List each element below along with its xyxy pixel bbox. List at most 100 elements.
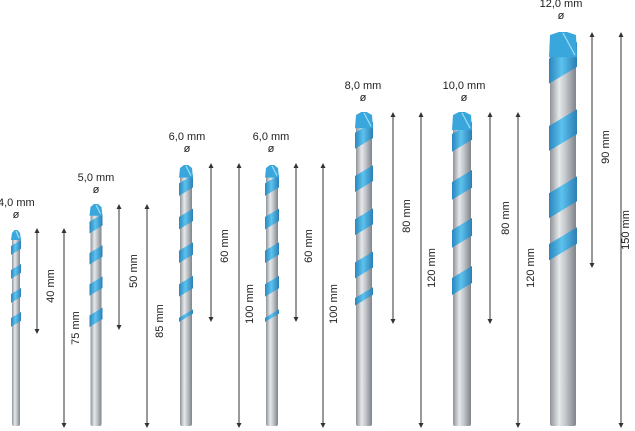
total-length-arrowhead-bottom-6: [515, 423, 521, 428]
drill-bit-flute: [89, 214, 103, 234]
drill-bit-flute: [355, 165, 373, 192]
working-length-arrowhead-bottom-6: [487, 319, 493, 324]
working-length-arrowhead-top-1: [34, 228, 40, 233]
working-length-label-4: 60 mm: [303, 229, 315, 263]
drill-bit-flute: [265, 275, 279, 297]
total-length-arrowhead-top-5: [418, 112, 424, 117]
drill-bit-shank: [356, 120, 372, 426]
working-length-label-1: 40 mm: [45, 269, 57, 303]
drill-bit-flute: [265, 175, 279, 196]
drill-bit-tip-highlight: [271, 165, 278, 176]
drill-bit-flute: [452, 218, 472, 248]
drill-bit-flute: [355, 287, 373, 306]
total-length-arrowhead-top-1: [61, 228, 67, 233]
working-length-arrowhead-bottom-5: [390, 319, 396, 324]
working-length-label-5: 80 mm: [401, 199, 413, 233]
drill-bit-flute: [179, 275, 193, 297]
drill-bit-flute: [265, 208, 279, 230]
drill-bit-shank: [180, 173, 192, 426]
drill-bit-tip-highlight: [461, 112, 471, 129]
total-length-label-4: 100 mm: [328, 284, 340, 324]
drill-bit-flute: [265, 242, 279, 264]
drill-bit-4: [265, 165, 279, 426]
drill-bit-tip: [452, 112, 472, 130]
drill-bit-flute: [452, 170, 472, 200]
drill-bit-6: [452, 112, 472, 426]
working-length-arrowhead-top-3: [208, 163, 214, 168]
drill-bit-flute: [89, 307, 103, 327]
working-length-arrowhead-top-4: [293, 163, 299, 168]
drill-bit-flute: [179, 175, 193, 196]
working-length-arrowhead-top-7: [589, 32, 595, 37]
drill-bit-tip: [549, 32, 577, 58]
drill-bit-tip: [179, 165, 193, 178]
drill-bit-flute: [549, 109, 577, 151]
drill-bit-tip-highlight: [185, 165, 192, 176]
drill-bit-tip-highlight: [15, 230, 20, 239]
total-length-label-6: 120 mm: [525, 248, 537, 288]
drill-bit-tip: [355, 112, 373, 129]
drill-bit-tip-highlight: [363, 112, 372, 127]
total-length-arrowhead-bottom-1: [61, 423, 67, 428]
drill-bit-2: [89, 204, 103, 426]
working-length-arrowhead-top-6: [487, 112, 493, 117]
drill-bit-tip-highlight: [95, 204, 102, 214]
total-length-arrowhead-top-2: [144, 204, 150, 209]
drill-bit-tip-highlight: [562, 32, 576, 56]
total-length-label-7: 150 mm: [620, 210, 632, 250]
drill-bit-flute: [452, 266, 472, 295]
working-length-arrowhead-bottom-4: [293, 317, 299, 322]
drill-bit-flute: [549, 176, 577, 219]
drill-bit-flute: [89, 276, 103, 296]
drill-bit-tip: [265, 165, 279, 178]
working-length-arrowhead-bottom-3: [208, 317, 214, 322]
working-length-label-3: 60 mm: [219, 229, 231, 263]
total-length-arrowhead-top-4: [320, 163, 326, 168]
total-length-arrowhead-bottom-4: [320, 423, 326, 428]
drill-bit-flute: [179, 309, 193, 322]
working-length-arrowhead-top-5: [390, 112, 396, 117]
drill-bit-flute: [549, 227, 577, 261]
total-length-arrowhead-bottom-5: [418, 423, 424, 428]
working-length-arrowhead-bottom-1: [34, 329, 40, 334]
drill-bit-flute: [11, 240, 21, 255]
drill-bit-flute: [265, 309, 279, 322]
drill-bit-flute: [89, 245, 103, 265]
total-length-label-2: 85 mm: [154, 304, 166, 338]
drill-bit-flute: [179, 242, 193, 264]
working-length-arrowhead-bottom-2: [116, 325, 122, 330]
total-length-arrowhead-bottom-3: [236, 423, 242, 428]
drill-bit-3: [179, 165, 193, 426]
working-length-label-6: 80 mm: [500, 201, 512, 235]
working-length-label-2: 50 mm: [128, 254, 140, 288]
drill-bit-flute: [355, 251, 373, 279]
total-length-arrowhead-top-3: [236, 163, 242, 168]
total-length-label-3: 100 mm: [244, 284, 256, 324]
drill-bit-shank: [12, 238, 20, 426]
drill-bit-shank: [266, 173, 278, 426]
drill-bit-5: [355, 112, 373, 426]
drill-bit-flute: [355, 208, 373, 236]
drill-bit-7: [549, 32, 577, 426]
drill-bit-flute: [11, 288, 21, 303]
total-length-label-1: 75 mm: [70, 311, 82, 345]
total-length-arrowhead-bottom-2: [144, 423, 150, 428]
working-length-label-7: 90 mm: [600, 130, 612, 164]
total-length-label-5: 120 mm: [426, 248, 438, 288]
working-length-arrowhead-bottom-7: [589, 263, 595, 268]
drill-bit-tip: [89, 204, 103, 216]
total-length-arrowhead-bottom-7: [618, 423, 624, 428]
drill-bit-flute: [179, 208, 193, 230]
total-length-arrowhead-top-7: [618, 32, 624, 37]
drill-bit-flute: [11, 312, 21, 327]
working-length-arrowhead-top-2: [116, 204, 122, 209]
drill-bit-flute: [11, 264, 21, 279]
